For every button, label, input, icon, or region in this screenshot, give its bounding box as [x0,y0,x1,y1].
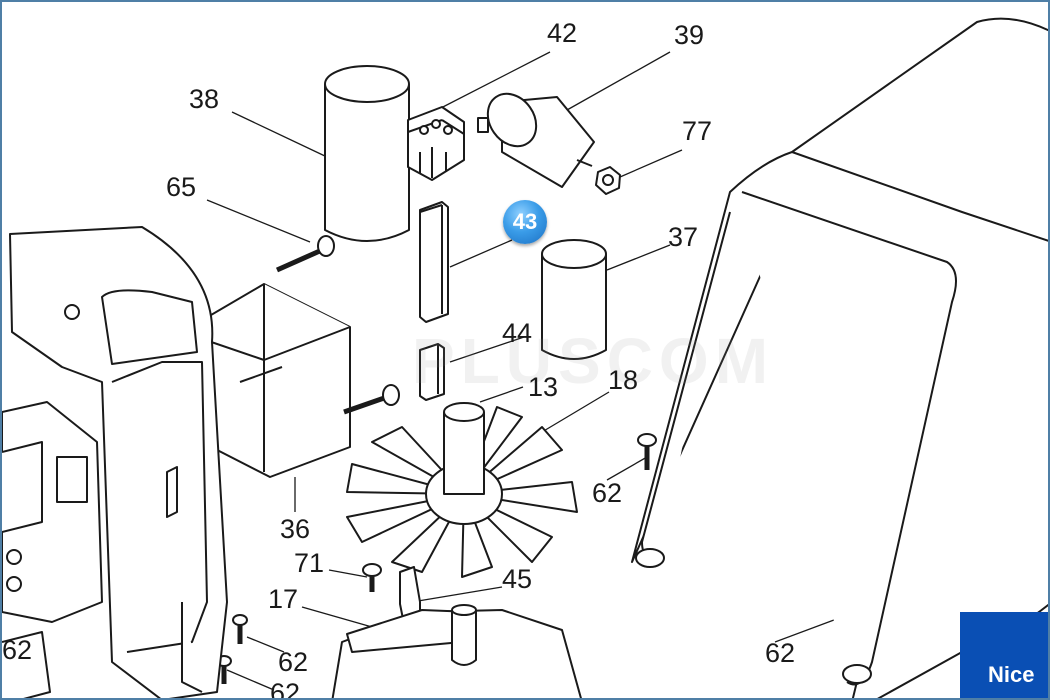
part-label-45: 45 [502,564,533,594]
screw-62b [232,614,248,644]
part-label-71: 71 [294,548,325,578]
mounting-plate [9,226,228,698]
part-label-36: 36 [280,514,311,544]
screw-65 [275,235,335,273]
control-unit [2,401,103,698]
leader-lines [206,51,851,691]
capacitor-39 [477,92,595,188]
watermark: PLUSCOM [412,325,774,397]
brand-logo: Nice [960,612,1048,698]
motor-cover [631,17,1048,698]
part-label-62: 62 [2,635,33,665]
fan-18 [346,402,578,578]
nut-77 [595,166,621,195]
part-label-62: 62 [765,638,796,668]
part-label-38: 38 [189,84,220,114]
connector-44 [419,343,445,401]
connector-43 [419,201,449,323]
capacitor-37 [541,239,607,360]
part-label-17: 17 [268,584,299,614]
part-label-65: 65 [166,172,197,202]
part-label-37: 37 [668,222,699,252]
part-label-18: 18 [608,365,639,395]
transformer-36 [181,283,400,478]
hotspot-43-marker[interactable]: 43 [503,200,547,244]
part-label-62: 62 [278,647,309,677]
part-label-39: 39 [674,20,705,50]
screw-62a [637,433,657,470]
part-label-44: 44 [502,318,533,348]
part-label-77: 77 [682,116,713,146]
part-label-62: 62 [592,478,623,508]
part-label-42: 42 [547,18,578,48]
terminal-block-42 [407,106,465,181]
screw-71 [362,563,382,592]
capacitor-38 [324,65,410,242]
part-label-13: 13 [528,372,559,402]
motor-17 [331,604,582,698]
part-label-62: 62 [270,678,301,700]
